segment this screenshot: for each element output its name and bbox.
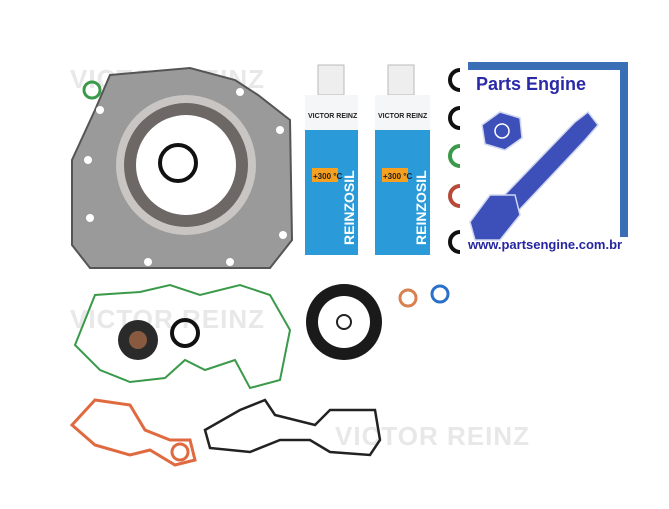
svg-text:REINZOSIL: REINZOSIL [341, 170, 357, 245]
sealant-tube: VICTOR REINZ +300 °C REINZOSIL [305, 64, 358, 255]
o-ring [430, 284, 450, 304]
logo-title: Parts Engine [476, 74, 587, 94]
green-gasket [73, 283, 292, 390]
sealant-tube: VICTOR REINZ +300 °C REINZOSIL [375, 64, 430, 255]
svg-text:+300 °C: +300 °C [313, 172, 342, 181]
o-ring [398, 288, 418, 308]
svg-text:VICTOR REINZ: VICTOR REINZ [308, 113, 358, 120]
svg-text:VICTOR REINZ: VICTOR REINZ [378, 113, 428, 120]
svg-text:REINZOSIL: REINZOSIL [413, 170, 429, 245]
rear-seal-plate [71, 66, 294, 269]
o-ring [170, 318, 200, 348]
orange-gasket [69, 398, 197, 467]
svg-text:+300 °C: +300 °C [383, 172, 412, 181]
o-ring-column [448, 68, 461, 254]
black-gasket [203, 398, 382, 457]
logo-frame [468, 62, 628, 237]
o-ring [82, 80, 102, 100]
watermark: VICTOR REINZ [70, 304, 265, 334]
watermark: VICTOR REINZ [335, 421, 530, 451]
logo-url: www.partsengine.com.br [468, 237, 623, 252]
crank-seal [306, 284, 382, 360]
